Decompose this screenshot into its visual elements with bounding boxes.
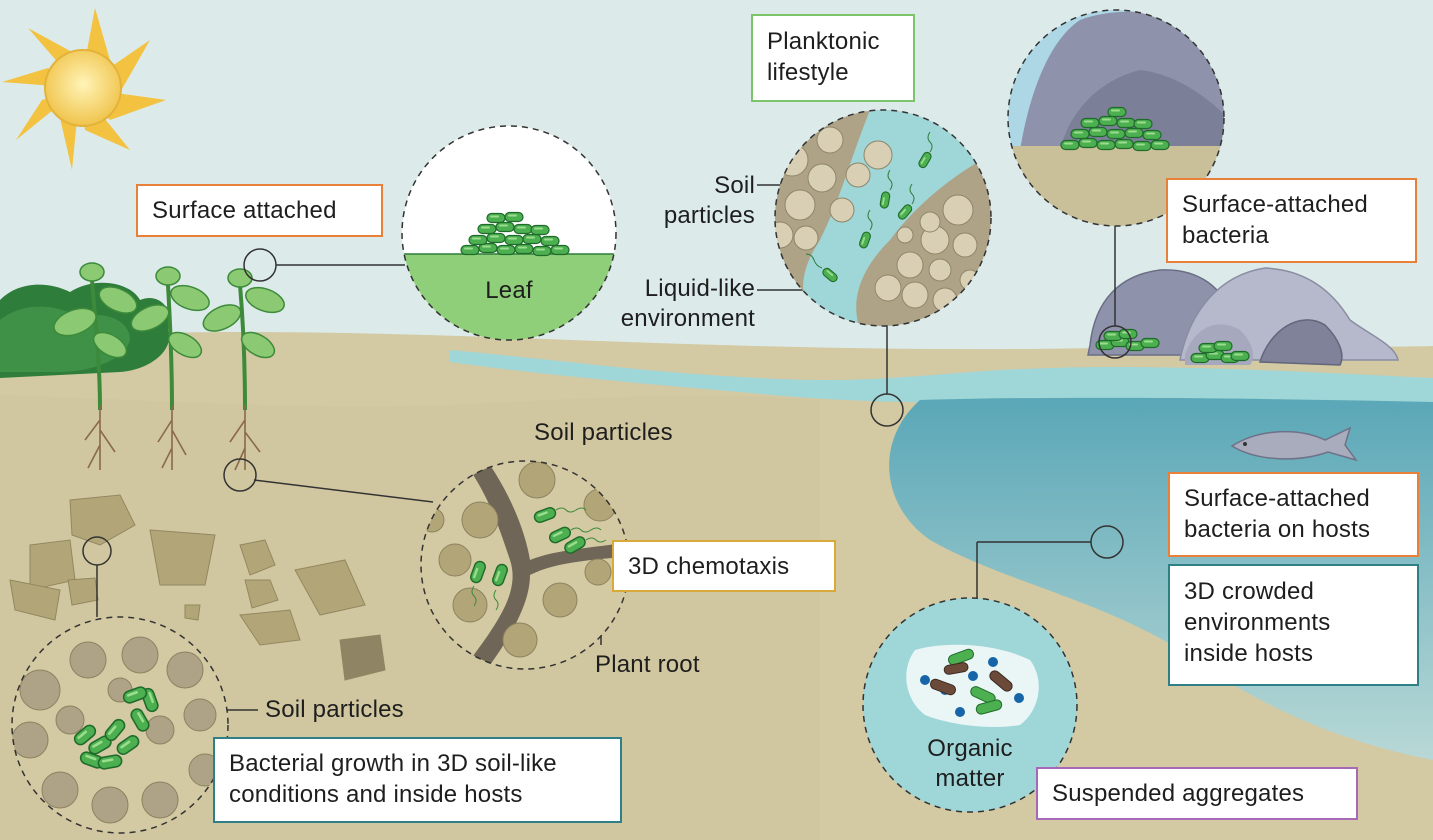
suspended-aggregates-box: Suspended aggregates (1036, 767, 1358, 820)
planktonic-lifestyle-box: Planktonic lifestyle (751, 14, 915, 102)
leaf-label: Leaf (485, 277, 533, 304)
bacterial-growth-box: Bacterial growth in 3D soil-like conditi… (213, 737, 622, 823)
rocks (1087, 267, 1399, 366)
sun-icon (2, 8, 166, 170)
surface-attached-bacteria-box: Surface-attached bacteria (1166, 178, 1417, 263)
rock-inset (1007, 9, 1225, 227)
stream (450, 350, 1433, 410)
plant-root-label: Plant root (595, 651, 700, 678)
planktonic-inset (774, 109, 992, 327)
organic-inset (862, 597, 1078, 813)
surface-attached-hosts-box: Surface-attached bacteria on hosts (1168, 472, 1419, 557)
soil-particles-label-top: Soil particles (663, 172, 755, 229)
crowded-hosts-box: 3D crowded environments inside hosts (1168, 564, 1419, 686)
chemotaxis-box: 3D chemotaxis (612, 540, 836, 592)
aggregate-bacteria (929, 648, 1013, 715)
organic-matter-label: Organic matter (927, 735, 1013, 792)
liquid-environment-label: Liquid-like environment (620, 275, 755, 332)
root-inset (420, 460, 630, 670)
soil-particles-label-bottom: Soil particles (265, 696, 404, 723)
soil-particles-label-root: Soil particles (534, 419, 673, 446)
fish-icon (1230, 426, 1358, 462)
surface-attached-box: Surface attached (136, 184, 383, 237)
soil-inset (11, 616, 229, 834)
roots (84, 405, 261, 471)
